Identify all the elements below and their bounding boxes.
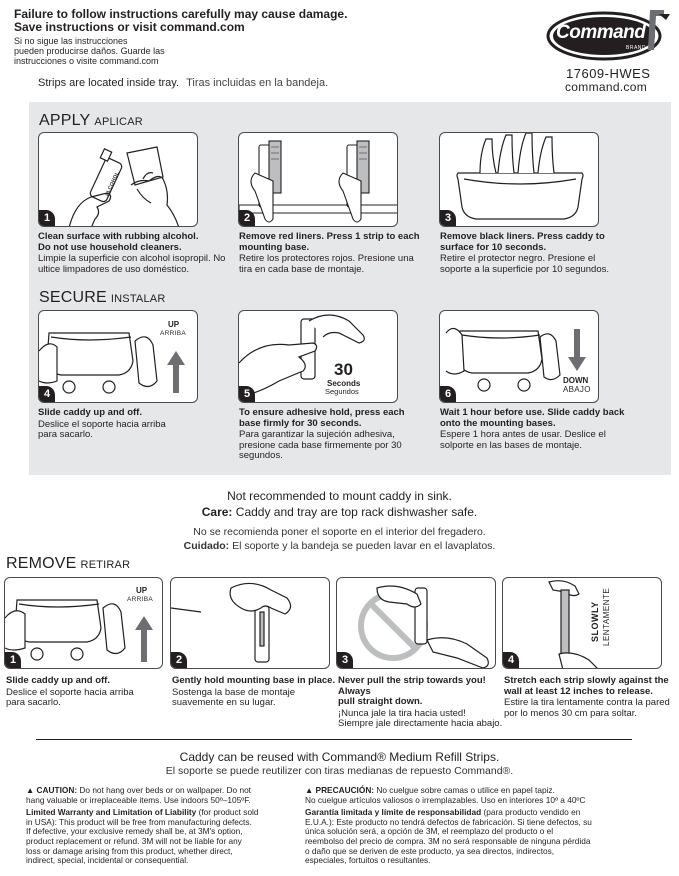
product-code: 17609-HWES	[566, 66, 651, 81]
secure-step-4-illustration: UP ARRIBA 4	[38, 310, 198, 403]
remove-step-2-illustration: 2	[170, 577, 330, 669]
care-note-en: Care: Caddy and tray are top rack dishwa…	[201, 505, 478, 519]
remove-step-3-illustration: 3	[336, 577, 496, 669]
hold-base-icon	[171, 582, 292, 663]
stretch-strip-icon	[548, 580, 598, 668]
remove-title-es: RETIRAR	[80, 559, 131, 571]
slide-caddy-up-icon	[5, 599, 153, 662]
alcohol-bottle-icon	[68, 146, 179, 226]
up-label: UP	[136, 586, 148, 595]
garantia-line: reembolso del precio de compra. 3M no se…	[305, 835, 591, 846]
up-label: UP	[168, 320, 180, 329]
apply-title-es: APLICAR	[94, 116, 143, 128]
step-number: 4	[39, 386, 55, 402]
warranty-line: If defective, your exclusive remedy shal…	[26, 826, 243, 837]
garantia-line: única solución será, a opción de 3M, el …	[305, 826, 554, 837]
precaucion-line-2: No cuelgue artículos valiosos o irrempla…	[305, 794, 586, 805]
step-number: 3	[337, 652, 353, 668]
website: command.com	[565, 80, 647, 94]
slowly-label-es: LENTAMENTE	[602, 587, 611, 646]
remove-step-1-caption: Slide caddy up and off. Deslice el sopor…	[6, 675, 134, 708]
step-number: 1	[5, 652, 21, 668]
care-note-es: Cuidado: El soporte y la bandeja se pued…	[183, 540, 496, 552]
warranty-line: in USA): This product will be free from …	[26, 816, 252, 827]
up-label-es: ARRIBA	[160, 330, 187, 337]
warranty-line: indirect, special, incidental or consequ…	[26, 855, 189, 866]
step-number: 3	[440, 210, 456, 226]
secure-step-6-illustration: DOWN ABAJO 6	[439, 310, 599, 403]
apply-step-3-illustration: 3	[439, 132, 599, 227]
remove-step-4-caption: Stretch each strip slowly against the wa…	[504, 675, 670, 719]
apply-step-1-illustration: ALCOHOL 1	[38, 132, 198, 227]
secure-title-es: INSTALAR	[110, 293, 166, 305]
warning-triangle-icon: ▲	[305, 785, 314, 795]
slowly-label: SLOWLY	[590, 601, 600, 642]
garantia-heading: Garantía limitada y límite de responsabi…	[305, 807, 581, 818]
caution-line-1: ▲ CAUTION: Do not hang over beds or on w…	[26, 785, 251, 795]
legal-english: ▲ CAUTION: Do not hang over beds or on w…	[26, 785, 316, 866]
warning-spanish-3: instrucciones o visite command.com	[14, 56, 159, 66]
remove-step-1-illustration: UP ARRIBA 1	[4, 577, 163, 669]
mounting-strips-icon	[239, 140, 397, 223]
sink-note-es: No se recomienda poner el soporte en el …	[193, 526, 486, 538]
slide-caddy-down-icon	[445, 327, 586, 392]
remove-step-2-caption: Gently hold mounting base in place. Sost…	[172, 675, 336, 708]
strips-note-es: Tiras incluidas en la bandeja.	[186, 77, 329, 89]
legal-spanish: ▲ PRECAUCIÓN: No cuelgue sobre camas o u…	[305, 785, 677, 866]
remove-step-3-caption: Never pull the strip towards you! Always…	[338, 675, 503, 729]
step-number: 5	[239, 386, 255, 402]
step-number: 1	[39, 210, 55, 226]
warning-line-2: Save instructions or visit command.com	[14, 20, 245, 34]
command-logo: Command BRAND	[546, 6, 671, 62]
step-number: 2	[171, 652, 187, 668]
seconds-number: 30	[334, 360, 353, 379]
apply-step-2-illustration: 2	[238, 132, 398, 227]
step-number: 6	[440, 386, 456, 402]
secure-step-5-caption: To ensure adhesive hold, press each base…	[239, 407, 405, 461]
secure-step-4-caption: Slide caddy up and off. Deslice el sopor…	[38, 407, 166, 440]
warning-line-1: Failure to follow instructions carefully…	[14, 7, 348, 21]
do-not-pull-icon	[358, 585, 489, 668]
down-label-es: ABAJO	[563, 385, 591, 394]
secure-step-6-caption: Wait 1 hour before use. Slide caddy back…	[440, 407, 625, 451]
warning-triangle-icon: ▲	[26, 785, 35, 795]
precaucion-line-1: ▲ PRECAUCIÓN: No cuelgue sobre camas o u…	[305, 785, 555, 795]
warning-spanish-1: Si no sigue las instrucciones	[14, 36, 128, 46]
apply-step-1-caption: Clean surface with rubbing alcohol. Do n…	[38, 231, 226, 275]
caddy-press-icon	[456, 133, 584, 220]
up-label-es: ARRIBA	[127, 596, 154, 603]
sink-note-en: Not recommended to mount caddy in sink.	[227, 489, 452, 503]
seconds-label: Seconds	[327, 379, 361, 388]
caution-line-2: hang valuable or irreplaceable items. Us…	[26, 794, 251, 805]
reuse-note-en: Caddy can be reused with Command® Medium…	[179, 750, 500, 764]
step-number: 4	[503, 652, 519, 668]
brand-name: Command	[556, 22, 646, 43]
strips-note: Strips are located inside tray. Tiras in…	[38, 77, 328, 89]
slide-caddy-up-icon	[39, 332, 185, 394]
warranty-line: product replacement or refund. 3M will n…	[26, 835, 242, 846]
strips-note-en: Strips are located inside tray.	[38, 77, 180, 89]
garantia-line: E.U.A.): Este producto no tendrá defecto…	[305, 816, 592, 827]
warranty-heading: Limited Warranty and Limitation of Liabi…	[26, 807, 259, 818]
seconds-label-es: Segundos	[325, 387, 359, 396]
warning-spanish-2: pueden producirse daños. Guarde las	[14, 46, 165, 56]
warranty-line: loss or damage arising from this product…	[26, 845, 233, 856]
apply-step-3-caption: Remove black liners. Press caddy to surf…	[440, 231, 609, 275]
garantia-line: o daño que se deriven de este producto, …	[305, 845, 555, 856]
step-number: 2	[239, 210, 255, 226]
press-base-icon	[239, 314, 365, 398]
reuse-note-es: El soporte se puede reutilizer con tiras…	[165, 765, 514, 777]
down-label: DOWN	[563, 376, 589, 385]
secure-step-5-illustration: 30 Seconds Segundos 5	[238, 310, 398, 403]
remove-step-4-illustration: SLOWLY LENTAMENTE 4	[502, 577, 662, 669]
garantia-line: especiales, fortuitos o resultantes.	[305, 855, 431, 866]
brand-small: BRAND	[626, 45, 647, 51]
divider	[36, 739, 632, 740]
apply-step-2-caption: Remove red liners. Press 1 strip to each…	[239, 231, 420, 275]
